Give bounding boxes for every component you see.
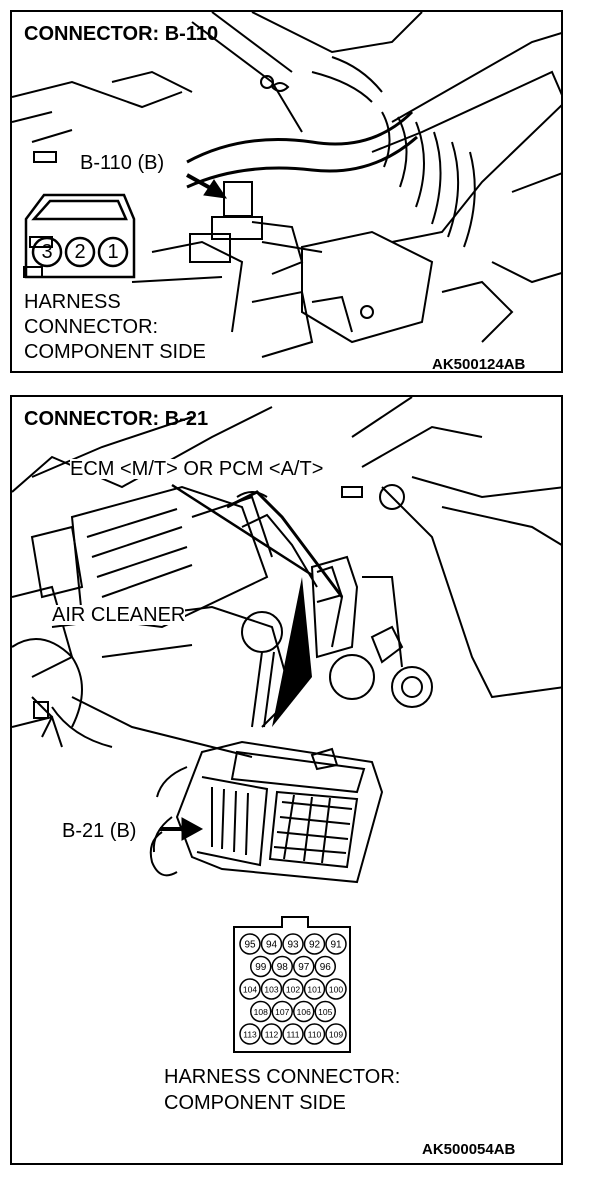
pin-number: 107 xyxy=(275,1007,289,1017)
pin-circle xyxy=(293,1000,315,1023)
pin-circle xyxy=(260,933,283,955)
caption-line: COMPONENT SIDE xyxy=(24,341,206,363)
pin-circle xyxy=(282,933,304,955)
pin-number: 100 xyxy=(329,985,343,995)
caption-line: HARNESS CONNECTOR: xyxy=(164,1066,401,1088)
pin-number: 110 xyxy=(308,1030,322,1040)
connector-b21-panel: 95 94 93 92 91 99 98 97 96 104 103 102 101 100 108 107 1… xyxy=(10,395,563,1165)
pin-number: 111 xyxy=(287,1030,300,1040)
caption-line: COMPONENT SIDE xyxy=(164,1092,346,1114)
pin-circle xyxy=(239,933,261,955)
pin-number: 91 xyxy=(330,940,342,951)
pin-number: 99 xyxy=(255,962,267,973)
pin-number: 98 xyxy=(277,962,289,973)
pointer-wedge xyxy=(272,577,312,727)
pin-number: 104 xyxy=(243,985,257,995)
engine-bay-illustration-b21: 95 94 93 92 91 99 98 97 96 104 103 102 101 100 108 107 1… xyxy=(12,397,561,1053)
pin-number: 101 xyxy=(307,985,321,995)
panel-title: CONNECTOR: B-21 xyxy=(24,408,209,430)
pin-number: 96 xyxy=(320,962,332,973)
pin-circle xyxy=(325,933,347,955)
pin-circle xyxy=(271,1000,293,1023)
pin-number: 113 xyxy=(243,1030,257,1040)
pin-number: 103 xyxy=(264,985,278,995)
pin-number: 108 xyxy=(254,1007,268,1017)
pin-label: 1 xyxy=(107,241,119,263)
pin-circle xyxy=(239,978,261,1000)
panel-title: CONNECTOR: B-110 xyxy=(24,23,219,45)
pin-circle xyxy=(282,978,304,1000)
pin-circle xyxy=(303,933,326,955)
pin-circle xyxy=(325,978,347,1000)
pin-circle xyxy=(250,1000,272,1023)
figure-code: AK500124AB xyxy=(432,356,526,373)
pin-circle xyxy=(314,1000,336,1023)
pin-number: 94 xyxy=(266,940,278,951)
air-cleaner-label: AIR CLEANER xyxy=(52,604,186,626)
pin-label: 3 xyxy=(41,241,53,263)
pin-number: 102 xyxy=(286,985,300,995)
caption-line: CONNECTOR: xyxy=(24,316,159,338)
pin-circle xyxy=(282,1023,304,1045)
pin-circle xyxy=(325,1023,347,1045)
pin-number: 95 xyxy=(244,940,256,951)
pin-circle xyxy=(260,978,283,1000)
figure-code: AK500054AB xyxy=(422,1141,516,1158)
pin-number: 106 xyxy=(297,1007,311,1017)
connector-b110-panel: CONNECTOR: B-110 B-110 (B) 3 2 1 HARNESS… xyxy=(10,10,563,373)
pin-circle xyxy=(303,978,326,1000)
pin-number: 93 xyxy=(287,940,299,951)
pin-circle xyxy=(271,955,293,978)
connector-callout-b110: B-110 (B) xyxy=(80,152,165,174)
ecm-pcm-label: ECM <M/T> OR PCM <A/T> xyxy=(70,458,324,480)
connector-pin-grid: 95 94 93 92 91 99 98 97 96 104 103 102 101 100 108 107 1… xyxy=(239,933,347,1045)
pin-number: 92 xyxy=(309,940,321,951)
pin-circle xyxy=(314,955,336,978)
pin-circle xyxy=(260,1023,283,1045)
pin-number: 109 xyxy=(329,1030,343,1040)
pin-circle xyxy=(250,955,272,978)
pin-number: 97 xyxy=(298,962,310,973)
pin-circle xyxy=(303,1023,326,1045)
pin-label: 2 xyxy=(74,241,86,263)
pin-circle xyxy=(293,955,315,978)
engine-bay-illustration-b110 xyxy=(12,12,561,358)
connector-callout-b21: B-21 (B) xyxy=(62,820,137,842)
pin-number: 105 xyxy=(318,1007,332,1017)
caption-line: HARNESS xyxy=(24,291,121,313)
pin-number: 112 xyxy=(265,1030,279,1040)
pin-circle xyxy=(239,1023,261,1045)
